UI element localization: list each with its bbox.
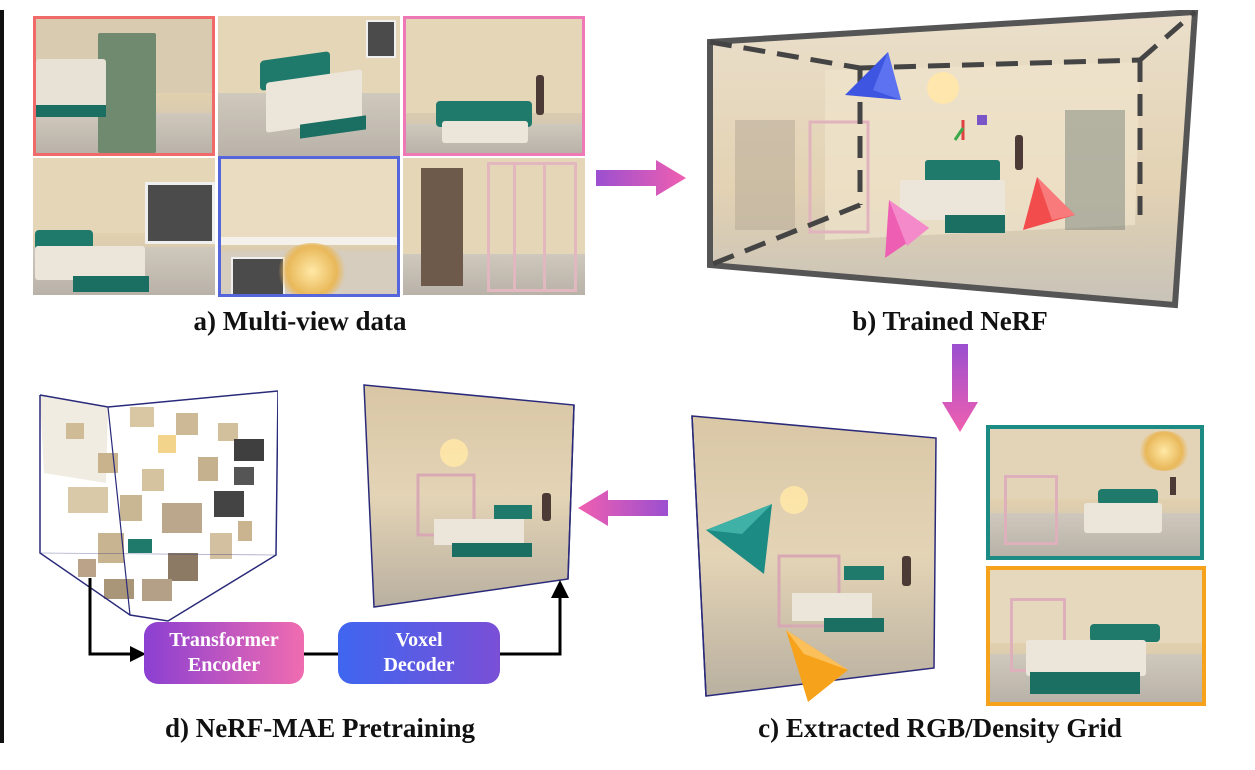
caption-trained-nerf: b) Trained NeRF — [852, 306, 1048, 336]
encoder-label-line1: Transformer — [169, 629, 279, 651]
view-thumbnail — [33, 158, 215, 295]
view-thumbnail — [33, 16, 215, 156]
view-thumbnail — [218, 16, 400, 156]
camera-orange-icon — [786, 630, 848, 702]
arrow-right-a-to-b — [596, 160, 686, 196]
caption-multi-view: a) Multi-view data — [193, 306, 407, 336]
arrow-left-c-to-d — [578, 490, 668, 526]
left-border-line — [0, 10, 4, 743]
camera-red-icon — [1023, 177, 1075, 230]
camera-teal-icon — [706, 504, 772, 574]
rendered-view-teal — [986, 425, 1204, 560]
arrow-down-b-to-c — [942, 344, 978, 432]
caption-nerf-mae-pretraining: d) NeRF-MAE Pretraining — [165, 713, 475, 743]
extracted-grid-cube — [684, 408, 946, 702]
masked-voxel-cube — [38, 383, 279, 623]
transformer-encoder-block: Transformer Encoder — [144, 622, 304, 684]
view-thumbnail — [403, 16, 585, 156]
decoder-label-line1: Voxel — [395, 629, 443, 651]
rendered-view-orange — [986, 566, 1206, 706]
view-thumbnail — [218, 156, 400, 297]
trained-nerf-scene — [705, 8, 1205, 310]
pipeline-connector-lines — [88, 578, 569, 662]
encoder-label-line2: Encoder — [187, 654, 261, 676]
reconstructed-cube — [362, 383, 580, 609]
nerf-room-render — [707, 8, 1199, 309]
caption-extracted-grid: c) Extracted RGB/Density Grid — [758, 713, 1122, 743]
bed-render — [900, 160, 1005, 233]
voxel-decoder-block: Voxel Decoder — [338, 622, 500, 684]
camera-pink-icon — [885, 200, 929, 258]
view-thumbnail — [403, 158, 585, 295]
decoder-label-line2: Decoder — [383, 654, 455, 676]
camera-blue-icon — [845, 52, 901, 100]
